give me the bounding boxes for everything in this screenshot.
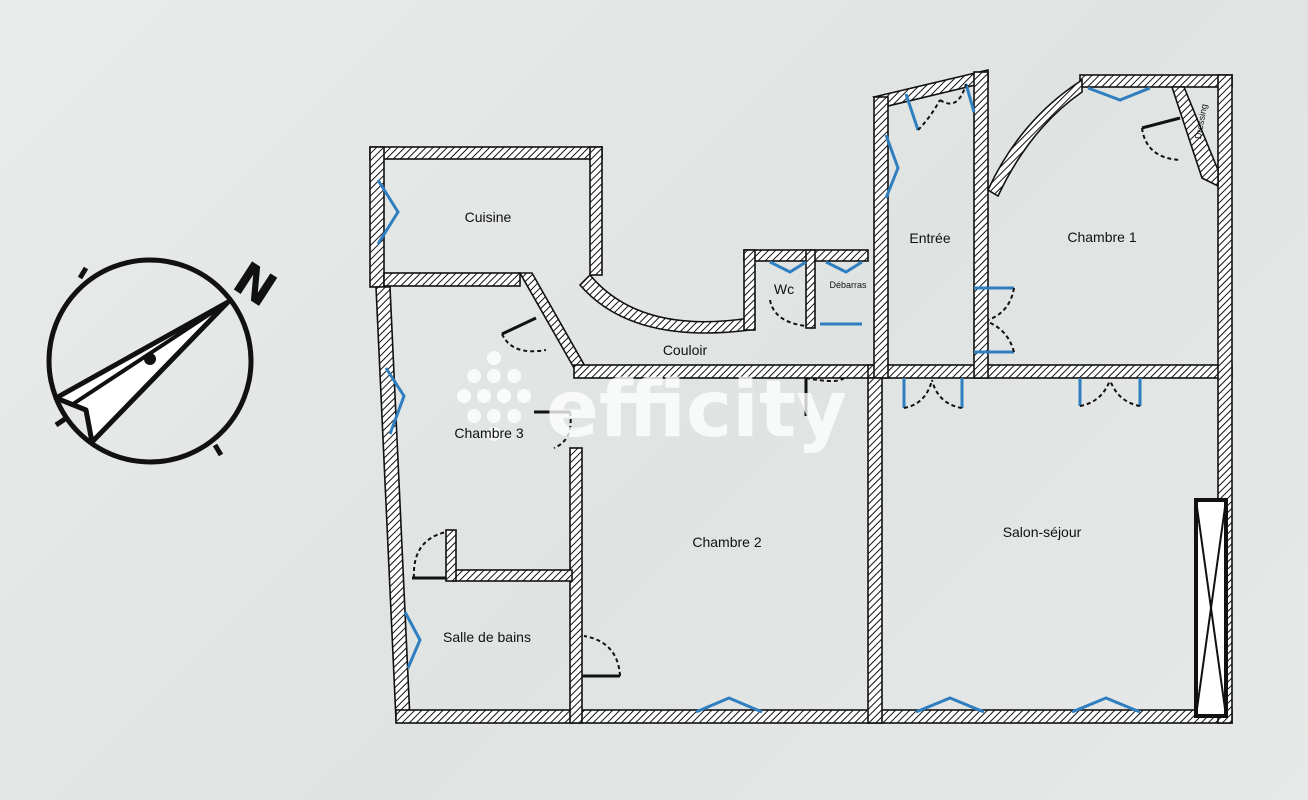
room-label-salon-sejour: Salon-séjour: [1003, 524, 1082, 540]
window-chambre1: [1087, 86, 1151, 102]
watermark: efficity: [457, 351, 847, 455]
room-label-salle-de-bains: Salle de bains: [443, 629, 531, 645]
room-label-wc: Wc: [774, 281, 794, 297]
compass: N: [46, 251, 286, 465]
watermark-logo-dots: [457, 351, 531, 441]
window-debarras: [825, 260, 863, 274]
window-chambre3: [384, 367, 406, 435]
window-salon-2: [1071, 696, 1141, 714]
window-chambre2: [695, 696, 763, 714]
room-label-chambre1: Chambre 1: [1067, 229, 1136, 245]
storage-unit: [1194, 498, 1228, 718]
window-salon-1: [915, 696, 985, 714]
room-label-dressing: Dressing: [1193, 103, 1209, 140]
watermark-brand: efficity: [546, 365, 847, 455]
room-label-chambre2: Chambre 2: [692, 534, 761, 550]
room-labels: Cuisine Wc Débarras Couloir Entrée Chamb…: [443, 103, 1209, 645]
window-salle-de-bains: [403, 611, 422, 669]
room-label-chambre3: Chambre 3: [454, 425, 523, 441]
room-label-entree: Entrée: [909, 230, 950, 246]
room-label-couloir: Couloir: [663, 342, 708, 358]
window-wc: [769, 260, 807, 274]
window-entree: [884, 134, 900, 199]
walls: [369, 68, 1233, 724]
windows: [376, 86, 1151, 714]
compass-center: [144, 353, 156, 365]
room-label-cuisine: Cuisine: [465, 209, 512, 225]
doors: [412, 83, 1181, 678]
compass-ring: [46, 257, 254, 465]
room-label-debarras: Débarras: [829, 280, 867, 290]
window-cuisine: [376, 179, 400, 245]
compass-needle: [53, 299, 231, 445]
